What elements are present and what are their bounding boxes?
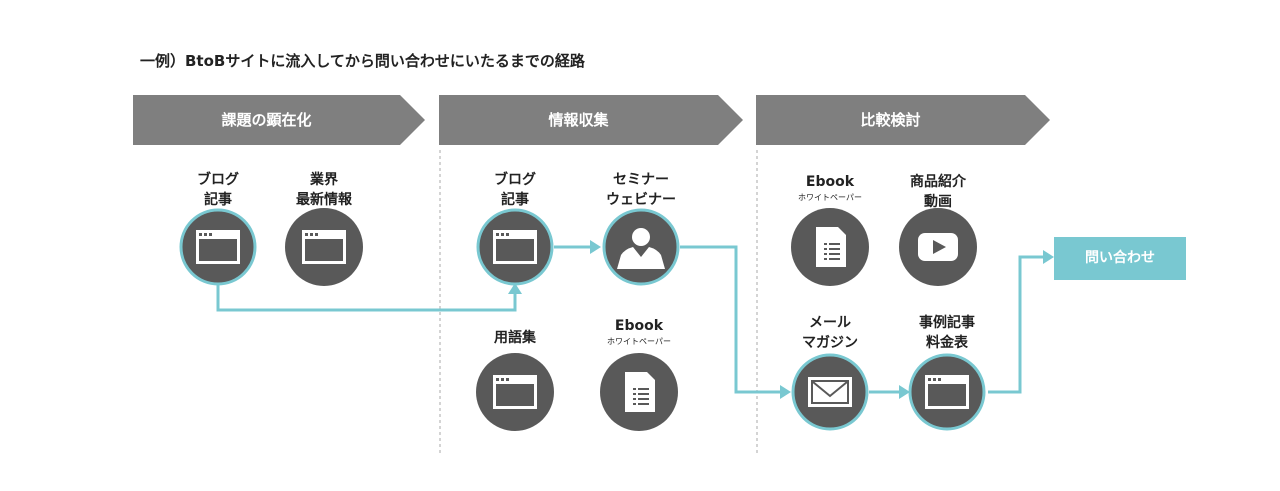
browser-window-icon (196, 230, 240, 264)
browser-window-icon (925, 375, 969, 409)
node-video (899, 208, 977, 286)
person-icon (617, 228, 665, 269)
node-label-blog2: ブログ記事 (494, 172, 536, 208)
mail-icon (808, 377, 852, 407)
connector-blog-to-blog (216, 285, 517, 312)
node-blog2 (476, 208, 554, 286)
inquiry-box: 問い合わせ (1054, 237, 1186, 280)
node-blog1 (179, 208, 257, 286)
browser-window-icon (493, 230, 537, 264)
node-cases (908, 353, 986, 431)
arrowhead (899, 385, 910, 399)
document-icon (625, 372, 655, 412)
connector-seminar-to-mail (680, 245, 782, 394)
node-label-glossary: 用語集 (494, 330, 536, 346)
node-mail (791, 353, 869, 431)
stage-banner-comparison (756, 95, 1050, 145)
stage-label-awareness: 課題の顕在化 (221, 111, 312, 129)
node-ebook2 (791, 208, 869, 286)
node-seminar (602, 208, 680, 286)
node-label-news: 業界最新情報 (296, 172, 352, 208)
document-icon (816, 227, 846, 267)
stage-label-comparison: 比較検討 (860, 111, 921, 129)
connector-cases-to-inquiry (988, 255, 1044, 394)
node-ebook1 (600, 353, 678, 431)
node-glossary (476, 353, 554, 431)
diagram-title: 一例）BtoBサイトに流入してから問い合わせにいたるまでの経路 (140, 52, 585, 70)
node-label-cases: 事例記事料金表 (919, 315, 975, 351)
arrowhead (1043, 250, 1054, 264)
node-label-video: 商品紹介動画 (910, 174, 966, 210)
browser-window-icon (493, 375, 537, 409)
arrowhead (508, 283, 522, 294)
stage-banner-research (439, 95, 743, 145)
node-label-blog1: ブログ記事 (197, 172, 239, 208)
play-video-icon (918, 233, 958, 261)
arrowhead (590, 240, 601, 254)
node-label-mail: メールマガジン (802, 315, 858, 351)
stage-label-research: 情報収集 (548, 111, 609, 129)
node-label-seminar: セミナーウェビナー (606, 172, 676, 208)
browser-window-icon (302, 230, 346, 264)
stage-banner-awareness (133, 95, 425, 145)
node-news (285, 208, 363, 286)
arrowhead (780, 385, 791, 399)
